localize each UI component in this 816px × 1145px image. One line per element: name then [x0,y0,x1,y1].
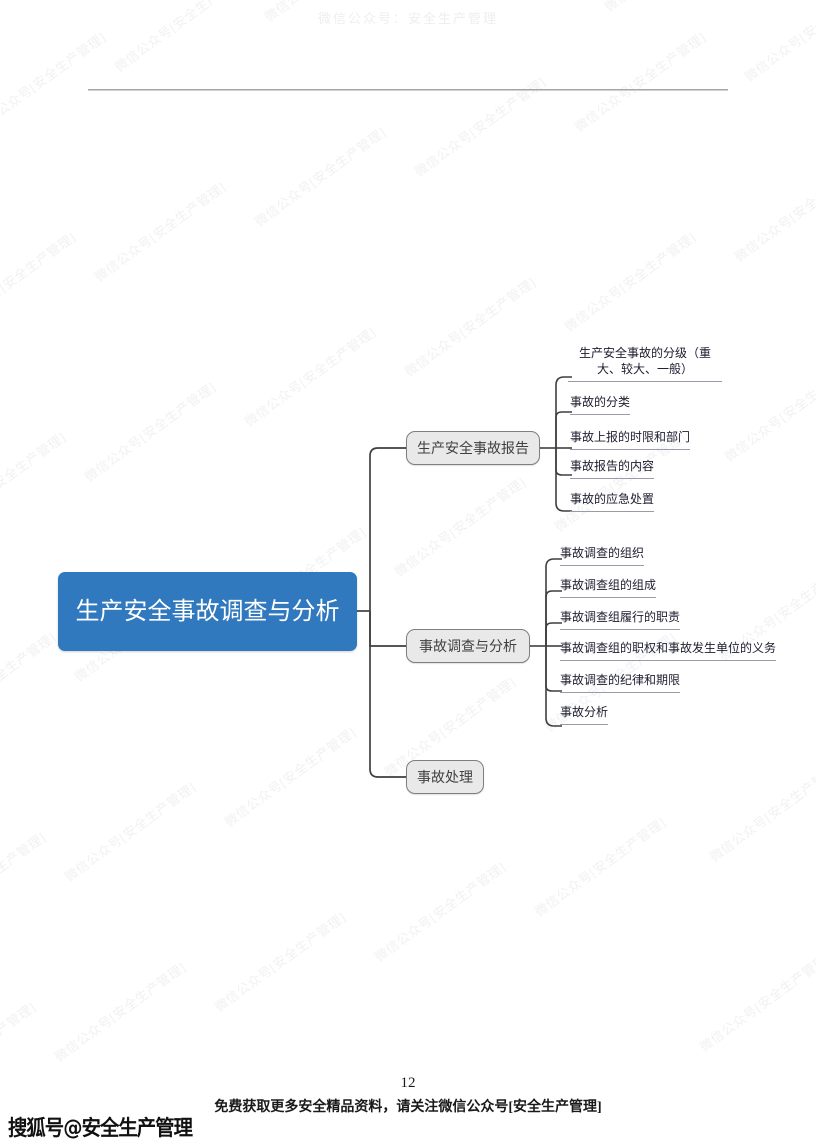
top-watermark: 微信公众号：安全生产管理 [317,11,498,26]
mindmap-leaf[interactable]: 事故的分类 [570,395,631,415]
mindmap-root-node[interactable]: 生产安全事故调查与分析 [58,572,357,651]
mindmap-branch-label: 事故调查与分析 [419,638,517,654]
page-number: 12 [400,1075,416,1091]
mindmap-branch-label: 事故处理 [417,769,473,785]
mindmap-leaf[interactable]: 事故报告的内容 [570,459,655,479]
mindmap-branch-node-2[interactable]: 事故调查与分析 [406,629,530,663]
mindmap-branch-node-3[interactable]: 事故处理 [406,760,484,794]
mindmap-branch-label: 生产安全事故报告 [417,440,529,456]
mindmap-leaf[interactable]: 生产安全事故的分级（重大、较大、一般） [568,345,722,382]
mindmap-leaf[interactable]: 事故调查组履行的职责 [560,610,681,630]
mindmap-leaf[interactable]: 事故调查组的职权和事故发生单位的义务 [560,641,777,661]
mindmap-leaf[interactable]: 事故上报的时限和部门 [570,430,691,450]
footer-note: 免费获取更多安全精品资料，请关注微信公众号[安全生产管理] [214,1100,602,1115]
mindmap-leaf[interactable]: 事故调查的组织 [560,546,645,566]
mindmap-leaf[interactable]: 事故分析 [560,705,609,725]
mindmap-root-label: 生产安全事故调查与分析 [75,597,340,625]
mindmap-branch-node-1[interactable]: 生产安全事故报告 [406,431,540,465]
header-divider [88,89,728,91]
mindmap-leaf[interactable]: 事故调查组的组成 [560,578,657,598]
mindmap-leaf[interactable]: 事故调查的纪律和期限 [560,673,681,693]
mindmap-leaf[interactable]: 事故的应急处置 [570,492,655,512]
sohu-account-mark: 搜狐号@安全生产管理 [8,1116,193,1140]
